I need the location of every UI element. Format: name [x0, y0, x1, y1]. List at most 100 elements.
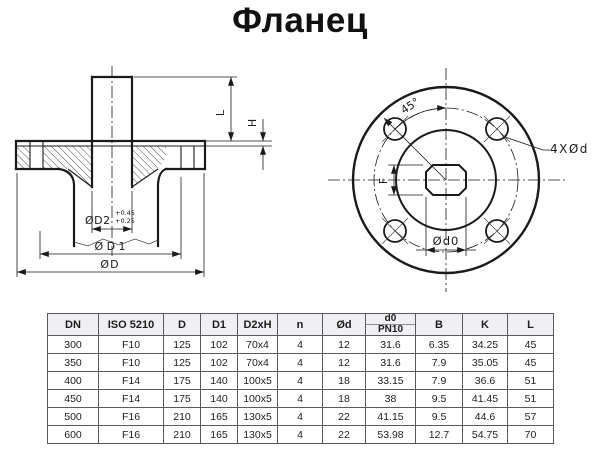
- table-cell: 44.6: [462, 407, 508, 426]
- table-cell: 18: [322, 389, 366, 408]
- table-cell: 4: [277, 371, 323, 390]
- dim-label-d: ØD: [100, 258, 119, 271]
- column-header: K: [462, 313, 508, 336]
- centerlines: [328, 68, 566, 292]
- table-cell: 22: [322, 425, 366, 444]
- column-header: DN: [47, 313, 99, 336]
- table-cell: 45: [507, 335, 554, 354]
- table-cell: 102: [200, 353, 238, 372]
- table-cell: 140: [200, 371, 238, 390]
- dimension-lines: [383, 104, 550, 256]
- table-cell: 22: [322, 407, 366, 426]
- table-cell: 12: [322, 353, 366, 372]
- break-line: [73, 238, 159, 247]
- dim-label-d2-tol-bottom: +0.25: [115, 217, 135, 225]
- table-cell: 300: [47, 335, 99, 354]
- table-cell: 31.6: [365, 353, 416, 372]
- table-cell: 125: [163, 335, 201, 354]
- table-cell: 4: [277, 335, 323, 354]
- table-cell: 70x4: [237, 353, 278, 372]
- dim-label-holes: 4XØd: [550, 142, 589, 156]
- column-header-bottom: PN10: [377, 324, 403, 335]
- table-cell: 70: [507, 425, 554, 444]
- table-cell: 45: [507, 353, 554, 372]
- column-header: ISO 5210: [98, 313, 164, 336]
- dim-label-d0: Ød0: [433, 234, 460, 248]
- table-cell: 165: [200, 407, 238, 426]
- table-cell: 12.7: [415, 425, 463, 444]
- table-cell: F14: [98, 389, 164, 408]
- table-cell: F14: [98, 371, 164, 390]
- table-cell: 4: [277, 407, 323, 426]
- table-cell: 4: [277, 425, 323, 444]
- column-header: n: [277, 313, 323, 336]
- section-view-drawing: L H ØD2 +0.45 +0.25 Ø D 1 ØD: [14, 66, 272, 277]
- bolt-holes: [383, 117, 509, 243]
- table-cell: 210: [163, 407, 201, 426]
- table-cell: 125: [163, 353, 201, 372]
- table-cell: 500: [47, 407, 99, 426]
- table-cell: 54.75: [462, 425, 508, 444]
- table-cell: 130x5: [237, 407, 278, 426]
- column-header: D1: [200, 313, 238, 336]
- table-cell: 130x5: [237, 425, 278, 444]
- table-cell: 31.6: [365, 335, 416, 354]
- bolt-circle: [373, 107, 519, 253]
- table-cell: 36.6: [462, 371, 508, 390]
- column-header-top: d0: [366, 315, 415, 325]
- table-cell: 6.35: [415, 335, 463, 354]
- table-cell: 102: [200, 335, 238, 354]
- column-header: Ød: [322, 313, 366, 336]
- outer-diameter-circle: [351, 85, 541, 275]
- table-cell: 41.45: [462, 389, 508, 408]
- table-cell: 57: [507, 407, 554, 426]
- table-cell: 51: [507, 389, 554, 408]
- table-cell: 18: [322, 371, 366, 390]
- table-cell: 12: [322, 335, 366, 354]
- front-view-drawing: 45° 4XØd F Ød0: [328, 68, 589, 292]
- table-cell: F10: [98, 353, 164, 372]
- table-cell: 33.15: [365, 371, 416, 390]
- table-cell: 400: [47, 371, 99, 390]
- dim-label-h: H: [246, 119, 259, 127]
- stem-square-hole: [425, 164, 467, 196]
- table-cell: 9.5: [415, 407, 463, 426]
- column-header: D2xH: [237, 313, 278, 336]
- page-title: Фланец: [232, 1, 368, 40]
- column-header: D: [163, 313, 201, 336]
- table-cell: 34.25: [462, 335, 508, 354]
- table-cell: 7.9: [415, 353, 463, 372]
- dim-label-f: F: [377, 178, 390, 184]
- table-cell: 450: [47, 389, 99, 408]
- column-header: L: [507, 313, 554, 336]
- table-cell: 165: [200, 425, 238, 444]
- table-cell: 53.98: [365, 425, 416, 444]
- hatch-regions: [16, 146, 166, 187]
- dim-label-d2: ØD2: [85, 214, 111, 227]
- table-cell: 175: [163, 389, 201, 408]
- table-cell: 70x4: [237, 335, 278, 354]
- table-cell: 350: [47, 353, 99, 372]
- table-cell: 51: [507, 371, 554, 390]
- table-cell: 100x5: [237, 371, 278, 390]
- table-cell: F16: [98, 425, 164, 444]
- dim-label-d1: Ø D 1: [94, 240, 125, 253]
- table-cell: 210: [163, 425, 201, 444]
- table-cell: F10: [98, 335, 164, 354]
- table-cell: 100x5: [237, 389, 278, 408]
- table-cell: 7.9: [415, 371, 463, 390]
- column-header: B: [415, 313, 463, 336]
- table-cell: 4: [277, 353, 323, 372]
- table-cell: 35.05: [462, 353, 508, 372]
- dimension-lines: [16, 76, 272, 277]
- dim-label-l: L: [214, 109, 227, 116]
